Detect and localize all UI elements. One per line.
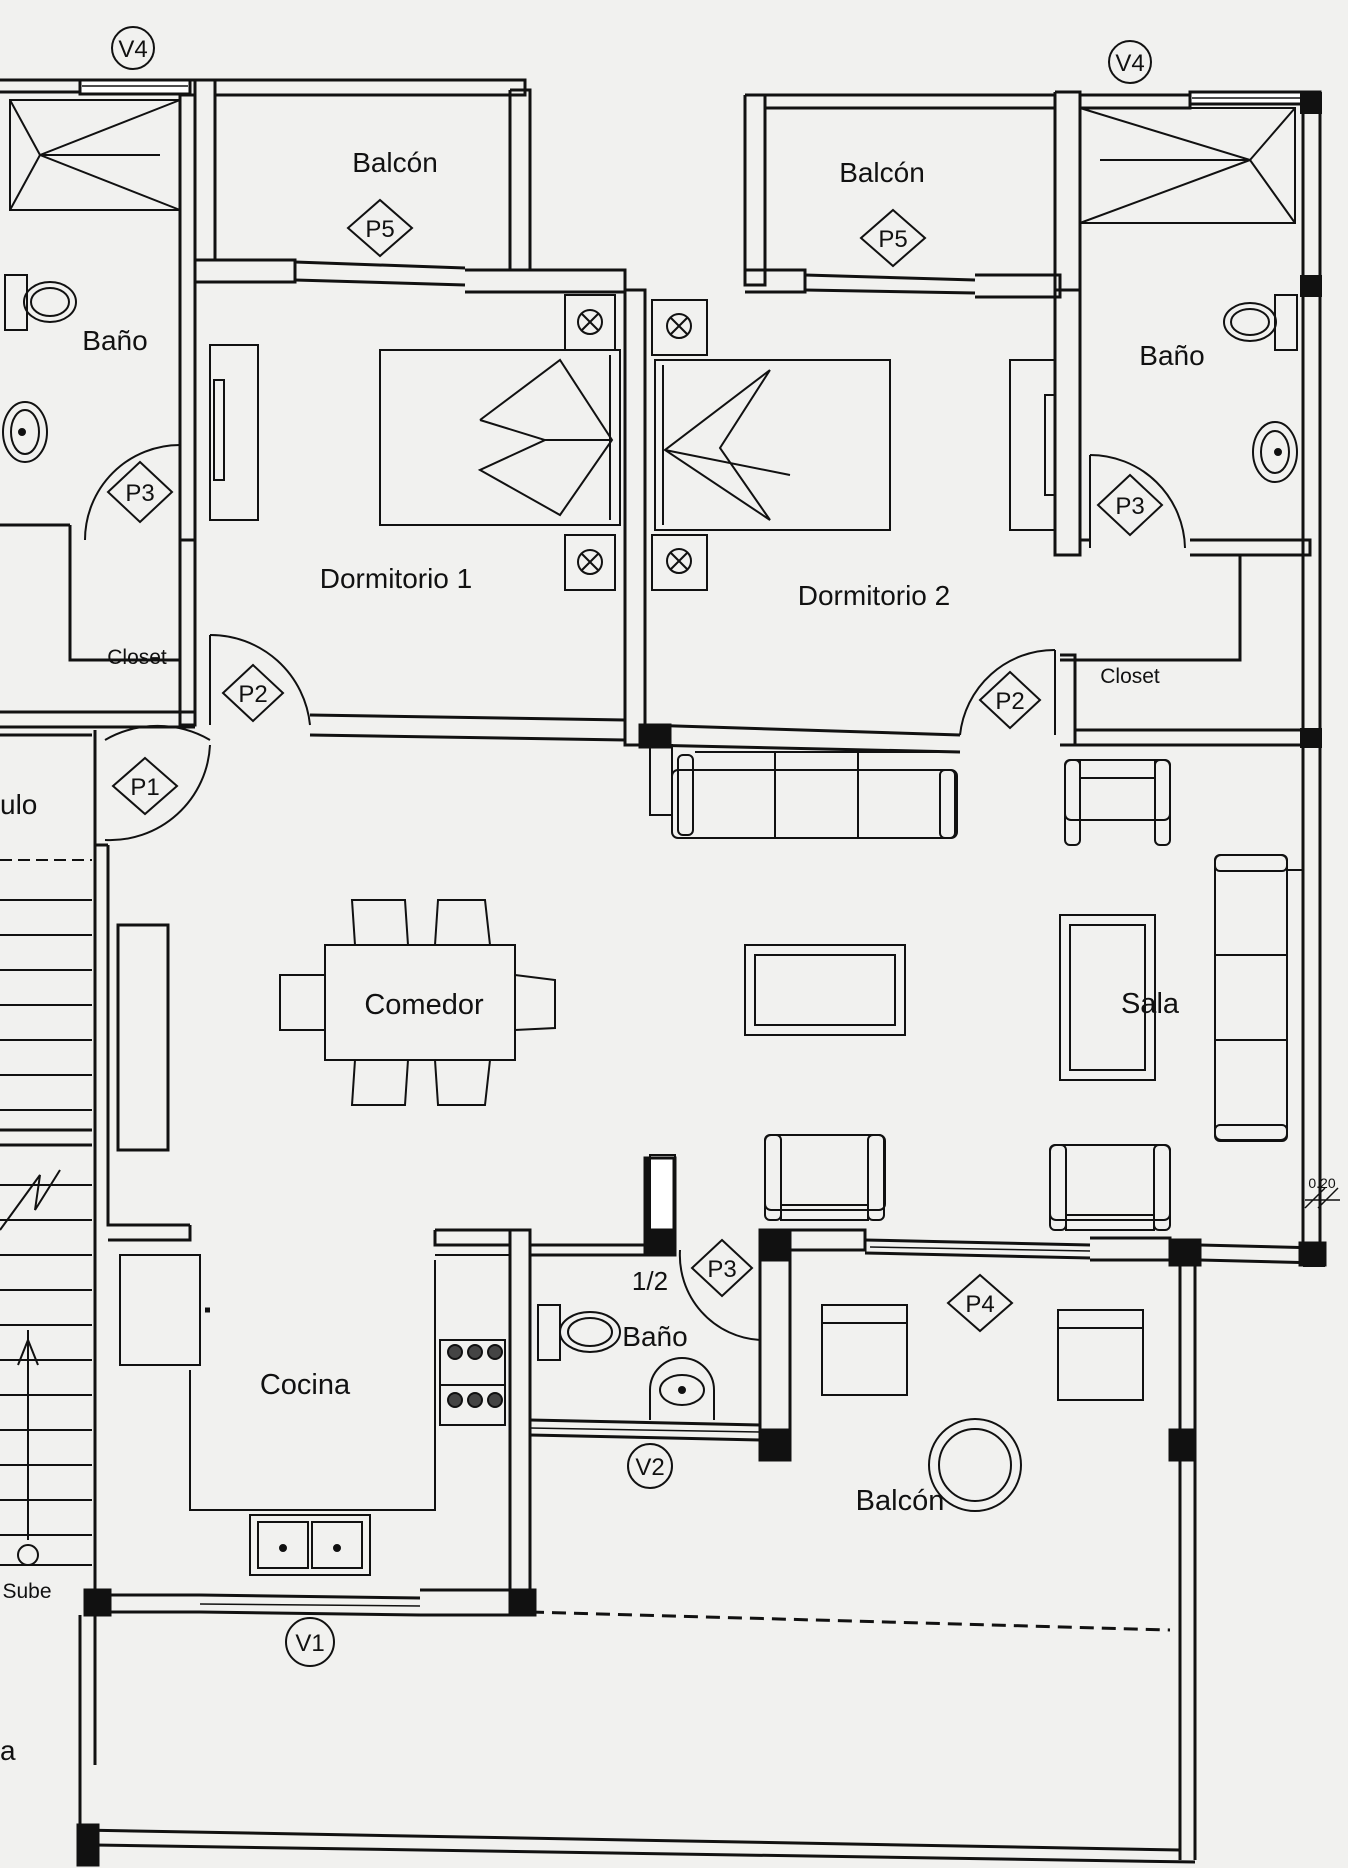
- nightstand-icon: [651, 299, 708, 356]
- p3-right-marker: [1096, 473, 1164, 537]
- bano-left-label: Baño: [82, 325, 147, 356]
- wall-columns: [1300, 92, 1325, 1267]
- toilet-icon: [537, 1304, 621, 1361]
- cocina-label: Cocina: [260, 1369, 351, 1401]
- kitchen-counter: [119, 1254, 510, 1511]
- stove-icon: [447, 1344, 503, 1408]
- p3-left-tag: P3: [125, 480, 154, 507]
- p4-marker: [946, 1273, 1014, 1333]
- half-bath-label: Baño: [622, 1321, 687, 1352]
- p3-half-tag: P3: [707, 1256, 736, 1283]
- nightstand-icon: [564, 294, 616, 351]
- sala-label: Sala: [1121, 988, 1180, 1020]
- closet-left-label: Closet: [107, 646, 167, 669]
- wardrobe-right: [1009, 359, 1056, 531]
- coffee-table-icon: [1059, 914, 1156, 1081]
- toilet-icon: [1223, 294, 1298, 351]
- vestibulo-partial-label: ulo: [0, 789, 37, 820]
- shower-left: [9, 99, 181, 211]
- v4-left-marker: [111, 26, 155, 70]
- v2-tag: V2: [635, 1454, 664, 1481]
- dimension-label: 0.20: [1308, 1175, 1335, 1191]
- bed-2: [654, 359, 891, 531]
- comedor-label: Comedor: [364, 989, 484, 1021]
- p5-right-tag: P5: [878, 226, 907, 253]
- labels: V4 V4 P5 P5 P3 P3 P3 P2 P2 P1 P4 V2 V1 B…: [0, 36, 1336, 1766]
- p1-tag: P1: [130, 774, 159, 801]
- p3-left-marker: [106, 460, 174, 524]
- p2-left-marker: [221, 663, 285, 723]
- door-swings: [84, 444, 1186, 1341]
- v1-marker: [285, 1617, 335, 1667]
- tag-markers: [106, 26, 1164, 1667]
- balcony-chair-icon: [821, 1304, 908, 1396]
- nightstand-icon: [651, 534, 708, 591]
- v1-tag: V1: [295, 1630, 324, 1657]
- center-rug-icon: [744, 944, 906, 1036]
- p5-left-tag: P5: [365, 216, 394, 243]
- dimension-marks: [1304, 1187, 1340, 1209]
- v4-right-marker: [1108, 40, 1152, 84]
- left-edge-partial-label: a: [0, 1735, 16, 1766]
- stairs: [0, 859, 92, 1566]
- p3-right-tag: P3: [1115, 493, 1144, 520]
- round-table-icon: [928, 1418, 1022, 1512]
- dining-table: [279, 899, 556, 1106]
- wardrobe-left: [209, 344, 259, 521]
- column-stub: [649, 1154, 676, 1231]
- balcony-chair-icon: [1057, 1309, 1144, 1401]
- p2-right-marker: [978, 670, 1042, 730]
- bano-right-label: Baño: [1139, 340, 1204, 371]
- p3-half-marker: [690, 1238, 754, 1298]
- p5-left-marker: [346, 198, 414, 258]
- p4-tag: P4: [965, 1291, 994, 1318]
- half-bath-fraction-label: 1/2: [632, 1266, 668, 1296]
- dormitorio-1-label: Dormitorio 1: [320, 563, 472, 594]
- sink-icon: [2, 401, 48, 463]
- windows: [82, 85, 1300, 1607]
- closet-right-label: Closet: [1100, 665, 1160, 688]
- p2-right-tag: P2: [995, 688, 1024, 715]
- balcon-main-label: Balcón: [856, 1485, 945, 1517]
- balcon-2-label: Balcón: [839, 157, 925, 188]
- p2-left-tag: P2: [238, 681, 267, 708]
- bed-1: [379, 349, 621, 526]
- toilet-icon: [4, 274, 77, 331]
- nightstand-icon: [564, 534, 616, 591]
- armchair-icon: [1049, 1144, 1171, 1231]
- sofa-top: [649, 744, 958, 839]
- sink-icon: [649, 1357, 715, 1420]
- p1-marker: [111, 756, 179, 816]
- v4-right-tag: V4: [1115, 50, 1144, 77]
- stair-sube-label: Sube: [2, 1580, 51, 1603]
- kitchen-sink-icon: [249, 1514, 371, 1576]
- shower-right: [1079, 107, 1296, 224]
- v2-marker: [627, 1443, 673, 1489]
- dormitorio-2-label: Dormitorio 2: [798, 580, 950, 611]
- armchair-icon: [1064, 759, 1171, 846]
- armchair-icon: [764, 1134, 886, 1221]
- walls: [0, 78, 1327, 1867]
- v4-left-tag: V4: [118, 36, 147, 63]
- sink-icon: [1252, 421, 1298, 483]
- balcon-1-label: Balcón: [352, 147, 438, 178]
- p5-right-marker: [859, 208, 927, 268]
- sofa-right: [1214, 854, 1303, 1142]
